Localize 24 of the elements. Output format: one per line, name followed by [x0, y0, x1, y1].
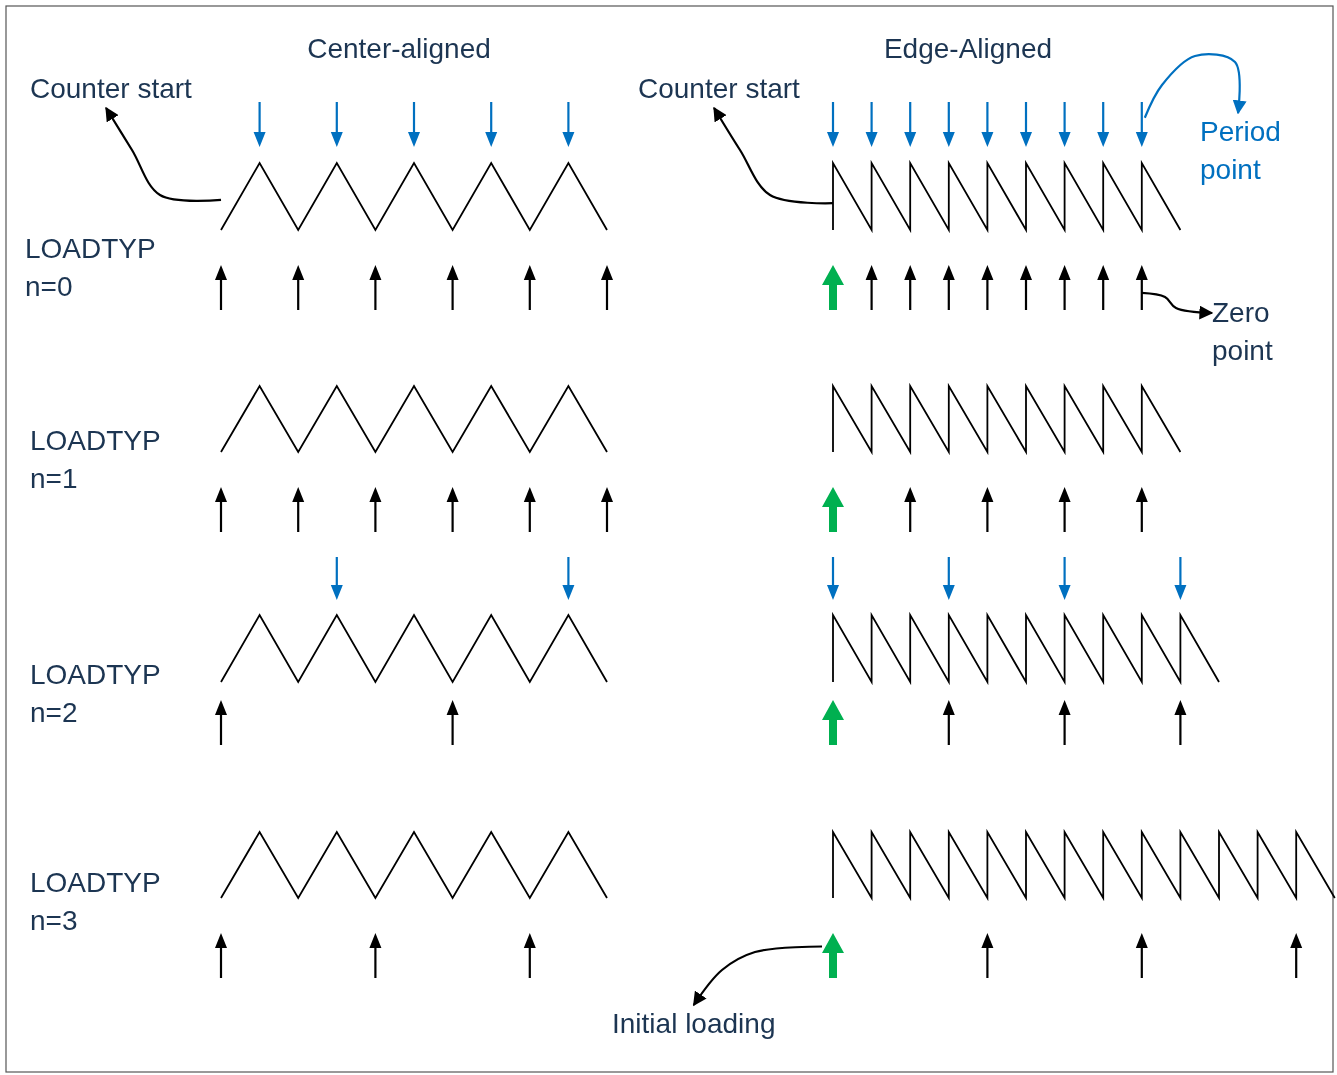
sawtooth-waveform [832, 159, 1182, 231]
leader-arrow [1141, 291, 1214, 320]
leader-arrow [713, 106, 834, 205]
column-heading: Edge-Aligned [883, 32, 1053, 66]
row-label: LOADTYP n=2 [30, 658, 161, 730]
callout-label: Zero point [1212, 294, 1273, 370]
initial-load-arrow [822, 933, 844, 978]
initial-load-arrow [822, 265, 844, 310]
column-heading: Center-aligned [307, 32, 491, 66]
callout-label: Counter start [638, 70, 800, 108]
leader-arrow [105, 106, 222, 202]
callout-label: Counter start [30, 70, 192, 108]
period-arrow [1135, 102, 1148, 147]
leader-arrow [692, 945, 822, 1007]
leader-arrow [1143, 53, 1247, 119]
callout-label: Initial loading [612, 1005, 776, 1043]
row-label: LOADTYP n=0 [25, 232, 156, 304]
triangle-waveform [220, 161, 608, 232]
initial-load-arrow [822, 487, 844, 532]
callout-label: Period point [1200, 113, 1281, 189]
row-label: LOADTYP n=3 [30, 866, 161, 938]
row-label: LOADTYP n=1 [30, 424, 161, 496]
zero-arrow [1135, 265, 1148, 310]
initial-load-arrow [822, 700, 844, 745]
